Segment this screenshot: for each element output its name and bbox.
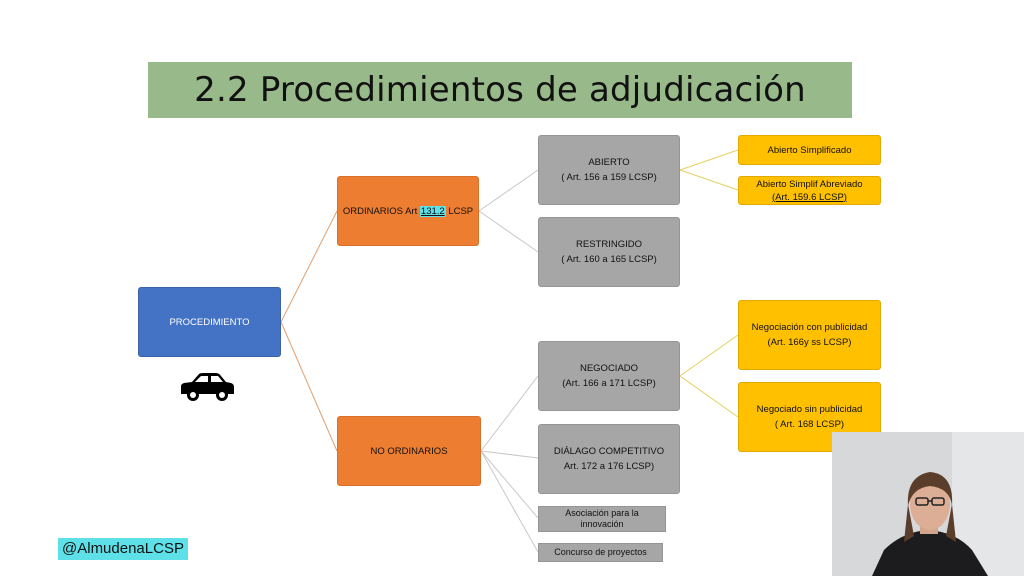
abierto-articles: ( Art. 156 a 159 LCSP) xyxy=(561,170,657,185)
negociacion-publicidad-title: Negociación con publicidad xyxy=(752,320,868,335)
asociacion-node: Asociación para la innovación xyxy=(538,506,666,532)
connector-ordinarios-restringido xyxy=(479,211,538,252)
dialogo-node: DIÁLAGO COMPETITIVO Art. 172 a 176 LCSP) xyxy=(538,424,680,494)
root-node: PROCEDIMIENTO xyxy=(138,287,281,357)
webcam-overlay xyxy=(832,432,1024,576)
no-ordinarios-label: NO ORDINARIOS xyxy=(370,444,447,459)
connector-noord-dialogo xyxy=(481,451,538,458)
connector-negociado-sin-publicidad xyxy=(680,376,738,417)
restringido-node: RESTRINGIDO ( Art. 160 a 165 LCSP) xyxy=(538,217,680,287)
connector-noord-concurso xyxy=(481,451,538,552)
no-ordinarios-node: NO ORDINARIOS xyxy=(337,416,481,486)
negociado-sin-publicidad-articles: ( Art. 168 LCSP) xyxy=(775,417,844,432)
concurso-label: Concurso de proyectos xyxy=(554,547,647,558)
connector-noord-negociado xyxy=(481,376,538,451)
negociado-sin-publicidad-title: Negociado sin publicidad xyxy=(757,402,863,417)
ordinarios-text: ORDINARIOS Art 131.2 LCSP xyxy=(343,204,473,219)
connector-ordinarios-abierto xyxy=(479,170,538,211)
restringido-title: RESTRINGIDO xyxy=(576,237,642,252)
ordinarios-suffix: LCSP xyxy=(446,206,473,217)
abierto-abreviado-title: Abierto Simplif Abreviado xyxy=(756,178,862,191)
root-label: PROCEDIMIENTO xyxy=(169,315,249,330)
negociado-articles: (Art. 166 a 171 LCSP) xyxy=(562,376,655,391)
connector-abierto-simplificado xyxy=(680,150,738,170)
abierto-abreviado-node: Abierto Simplif Abreviado (Art. 159.6 LC… xyxy=(738,176,881,205)
ordinarios-prefix: ORDINARIOS Art xyxy=(343,206,420,217)
abierto-abreviado-articles: (Art. 159.6 LCSP) xyxy=(772,191,847,204)
asociacion-line2: innovación xyxy=(580,519,623,530)
abierto-title: ABIERTO xyxy=(588,155,629,170)
connector-root-ordinarios xyxy=(281,211,337,322)
dialogo-articles: Art. 172 a 176 LCSP) xyxy=(564,459,654,474)
presenter-video xyxy=(832,432,1024,576)
negociacion-publicidad-node: Negociación con publicidad (Art. 166y ss… xyxy=(738,300,881,370)
negociado-title: NEGOCIADO xyxy=(580,361,638,376)
twitter-handle: @AlmudenaLCSP xyxy=(58,538,188,560)
abierto-node: ABIERTO ( Art. 156 a 159 LCSP) xyxy=(538,135,680,205)
car-icon xyxy=(178,370,236,402)
ordinarios-node: ORDINARIOS Art 131.2 LCSP xyxy=(337,176,479,246)
concurso-node: Concurso de proyectos xyxy=(538,543,663,562)
abierto-simplificado-label: Abierto Simplificado xyxy=(768,143,852,158)
connector-root-no-ordinarios xyxy=(281,322,337,451)
asociacion-line1: Asociación para la xyxy=(565,508,639,519)
ordinarios-ref: 131.2 xyxy=(420,206,446,217)
connector-noord-asociacion xyxy=(481,451,538,518)
negociacion-publicidad-articles: (Art. 166y ss LCSP) xyxy=(768,335,852,350)
negociado-node: NEGOCIADO (Art. 166 a 171 LCSP) xyxy=(538,341,680,411)
connector-abierto-abreviado xyxy=(680,170,738,190)
abierto-simplificado-node: Abierto Simplificado xyxy=(738,135,881,165)
restringido-articles: ( Art. 160 a 165 LCSP) xyxy=(561,252,657,267)
dialogo-title: DIÁLAGO COMPETITIVO xyxy=(554,444,664,459)
connector-negociado-publicidad xyxy=(680,335,738,376)
